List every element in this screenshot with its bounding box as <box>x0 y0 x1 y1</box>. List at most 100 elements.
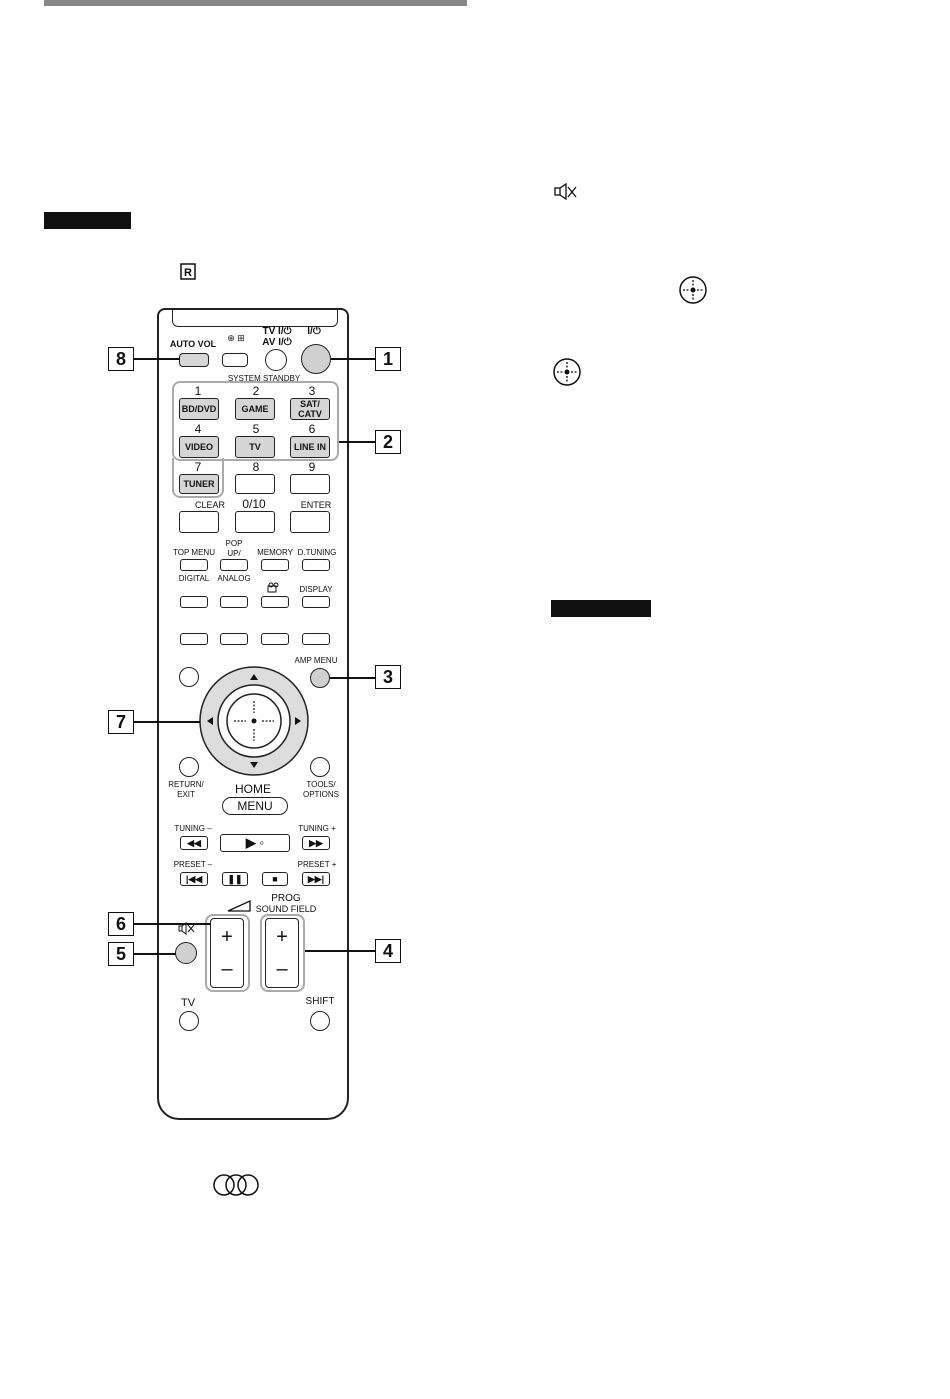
next-button[interactable]: ▶▶| <box>302 872 330 886</box>
system-standby-label: SYSTEM STANDBY <box>227 374 301 383</box>
num-label-1: 1 <box>194 384 202 398</box>
remote-top-tab <box>172 308 338 327</box>
muting-icon <box>554 182 577 201</box>
input-button[interactable] <box>222 353 248 367</box>
volume-group-outline <box>205 914 250 992</box>
shift-button[interactable] <box>310 1011 330 1031</box>
remote-sensor-icon: R <box>180 263 196 280</box>
num-label-2: 2 <box>252 384 260 398</box>
video-button[interactable]: VIDEO <box>179 436 219 458</box>
audio-button[interactable] <box>180 596 208 608</box>
tools-button[interactable] <box>310 757 330 777</box>
memory-button[interactable] <box>261 559 289 571</box>
sound-field-group-outline <box>260 914 305 992</box>
num-0-button[interactable] <box>235 511 275 533</box>
fast-forward-button[interactable]: ▶▶ <box>302 836 330 850</box>
amp-menu-label: AMP MENU <box>294 656 338 665</box>
leader-line-1 <box>331 358 375 360</box>
enter-label: ENTER <box>300 500 332 510</box>
num-label-8: 8 <box>252 460 260 474</box>
clear-label: CLEAR <box>194 500 225 510</box>
pause-button[interactable]: ❚❚ <box>222 872 248 886</box>
amp-menu-button[interactable] <box>310 668 330 688</box>
angle-button[interactable] <box>261 596 289 608</box>
num-9-button[interactable] <box>290 474 330 494</box>
leader-line-8 <box>134 358 180 360</box>
tuner-button[interactable]: TUNER <box>179 474 219 494</box>
digital-label: DIGITAL <box>178 574 210 583</box>
tuning-minus-label: TUNING – <box>174 824 212 833</box>
header-bar <box>44 0 467 6</box>
previous-button[interactable]: |◀◀ <box>180 872 208 886</box>
leader-line-3 <box>330 677 375 679</box>
tools-label: TOOLS/ OPTIONS <box>302 780 339 799</box>
sound-field-up-label: + <box>276 926 288 948</box>
green-button[interactable] <box>220 633 248 645</box>
callout-8: 8 <box>108 347 134 371</box>
stop-button[interactable]: ■ <box>262 872 288 886</box>
top-menu-button[interactable] <box>180 559 208 571</box>
enter-button[interactable] <box>290 511 330 533</box>
menu-button[interactable]: MENU <box>222 797 288 815</box>
callout-4: 4 <box>375 939 401 963</box>
system-power-button[interactable] <box>301 344 331 374</box>
bd-dvd-button[interactable]: BD/DVD <box>179 398 219 420</box>
directional-pad[interactable] <box>198 665 310 777</box>
clear-button[interactable] <box>179 511 219 533</box>
popup-menu-button[interactable] <box>220 559 248 571</box>
zero-label: 0/10 <box>242 497 266 511</box>
num-label-3: 3 <box>308 384 316 398</box>
callout-6: 6 <box>108 912 134 936</box>
angle-icon <box>267 582 279 593</box>
auto-vol-button[interactable] <box>179 353 209 367</box>
enter-circle-icon <box>553 358 581 386</box>
subtitle-button[interactable] <box>220 596 248 608</box>
tv-button[interactable] <box>179 1011 199 1031</box>
rewind-button[interactable]: ◀◀ <box>180 836 208 850</box>
num-label-9: 9 <box>308 460 316 474</box>
shift-label: SHIFT <box>305 996 335 1007</box>
muting-icon <box>178 922 195 935</box>
display-label: DISPLAY <box>299 585 333 594</box>
d-tuning-button[interactable] <box>302 559 330 571</box>
muting-button[interactable] <box>175 942 197 964</box>
sound-field-rocker[interactable]: + – <box>265 918 299 988</box>
num-label-4: 4 <box>194 422 202 436</box>
top-menu-label: TOP MENU <box>173 548 215 557</box>
num-label-6: 6 <box>308 422 316 436</box>
callout-7: 7 <box>108 710 134 734</box>
callout-5: 5 <box>108 942 134 966</box>
input-group-outline <box>172 458 224 498</box>
callout-3: 3 <box>375 665 401 689</box>
memory-label: MEMORY <box>257 548 293 557</box>
leader-line-6 <box>134 923 210 925</box>
play-button[interactable]: ▶ ◦ <box>220 834 290 852</box>
preset-minus-label: PRESET – <box>173 860 213 869</box>
sat-catv-button[interactable]: SAT/ CATV <box>290 398 330 420</box>
yellow-button[interactable] <box>261 633 289 645</box>
leader-line-4 <box>305 950 375 952</box>
line-in-button[interactable]: LINE IN <box>290 436 330 458</box>
av-power-button[interactable] <box>265 349 287 371</box>
volume-rocker[interactable]: + – <box>210 918 244 988</box>
input-label: ⊕ ⊞ <box>227 333 245 343</box>
tv-input-button[interactable]: TV <box>235 436 275 458</box>
svg-text:R: R <box>184 267 192 279</box>
tv-label: TV <box>180 997 196 1009</box>
num-8-button[interactable] <box>235 474 275 494</box>
preset-plus-label: PRESET + <box>297 860 337 869</box>
callout-1: 1 <box>375 347 401 371</box>
display-button[interactable] <box>302 596 330 608</box>
red-button[interactable] <box>180 633 208 645</box>
input-group-outline <box>172 381 339 461</box>
note-bar-right <box>551 600 651 617</box>
blue-button[interactable] <box>302 633 330 645</box>
game-button[interactable]: GAME <box>235 398 275 420</box>
enter-circle-icon <box>679 276 707 304</box>
system-power-label: I/⏻ <box>307 326 321 337</box>
volume-icon <box>227 899 251 912</box>
sound-field-label: SOUND FIELD <box>255 904 317 914</box>
audio-icon <box>213 1174 259 1196</box>
return-button[interactable] <box>179 757 199 777</box>
option-button[interactable] <box>179 667 199 687</box>
